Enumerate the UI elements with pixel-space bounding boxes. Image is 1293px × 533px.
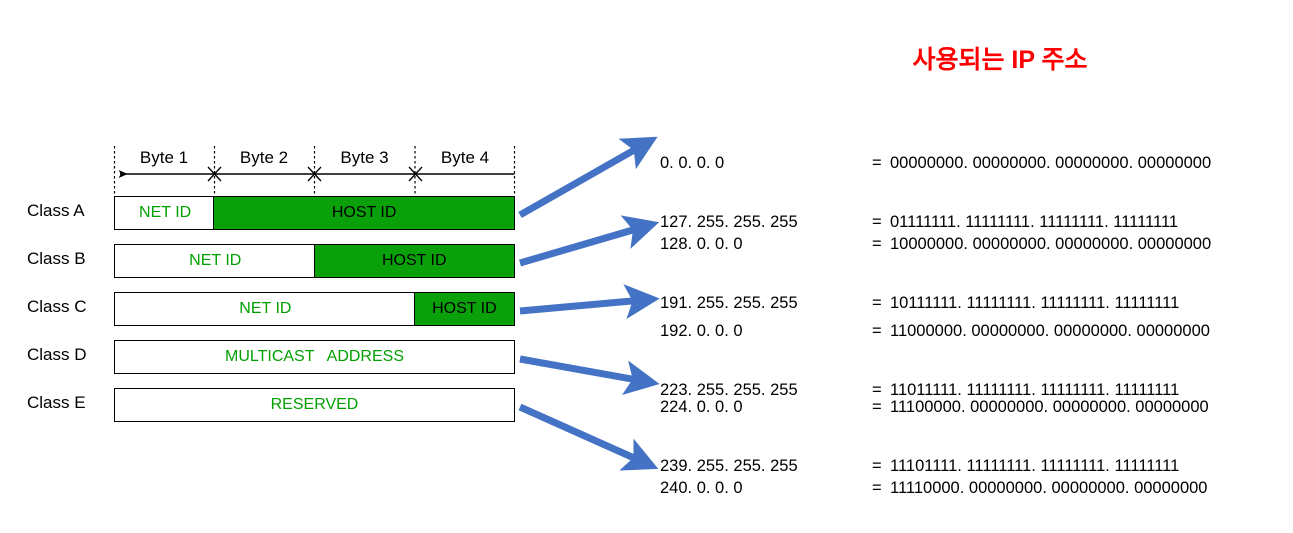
class-a-net-id: NET ID — [115, 197, 216, 229]
ip-range-end-row: 191. 255. 255. 255 = 10111111. 11111111.… — [660, 294, 1211, 317]
equals-sign: = — [872, 381, 882, 399]
ip-range-start-row: 192. 0. 0. 0 = 11000000. 00000000. 00000… — [660, 322, 1210, 345]
class-e-reserved: RESERVED — [115, 389, 514, 421]
class-a-host-id: HOST ID — [213, 197, 514, 229]
ip-range-end-binary: 11011111. 11111111. 11111111. 11111111 — [890, 381, 1180, 399]
class-bar-d: MULTICAST ADDRESS — [114, 340, 515, 374]
ip-range-end-row: 239. 255. 255. 255 = 11101111. 11111111.… — [660, 457, 1209, 480]
equals-sign: = — [872, 235, 882, 253]
class-label-d: Class D — [27, 345, 87, 364]
ip-range-start-decimal: 0. 0. 0. 0 — [660, 154, 725, 172]
connector-arrow-class-d — [519, 355, 660, 396]
equals-sign: = — [872, 213, 882, 231]
equals-sign: = — [872, 457, 882, 475]
ip-range-end-decimal: 239. 255. 255. 255 — [660, 457, 798, 475]
connector-arrow-class-b — [519, 215, 660, 267]
ip-range-start-binary: 00000000. 00000000. 00000000. 00000000 — [890, 154, 1212, 172]
class-label-e: Class E — [27, 393, 86, 412]
ip-range-start-binary: 11100000. 00000000. 00000000. 00000000 — [890, 398, 1209, 416]
ip-range-start-decimal: 128. 0. 0. 0 — [660, 235, 743, 253]
ip-range-start-decimal: 240. 0. 0. 0 — [660, 479, 743, 497]
class-b-net-id: NET ID — [115, 245, 316, 277]
ip-range-end-decimal: 127. 255. 255. 255 — [660, 213, 798, 231]
ip-range-block-class-b: 128. 0. 0. 0 = 10000000. 00000000. 00000… — [660, 199, 1211, 353]
ip-range-end-binary: 10111111. 11111111. 11111111. 11111111 — [890, 294, 1180, 312]
ip-range-start-binary: 11000000. 00000000. 00000000. 00000000 — [890, 322, 1210, 340]
ip-range-start-decimal: 224. 0. 0. 0 — [660, 398, 743, 416]
class-c-net-id: NET ID — [115, 293, 416, 325]
class-bar-e: RESERVED — [114, 388, 515, 422]
ip-range-end-binary: 11101111. 11111111. 11111111. 11111111 — [890, 457, 1180, 475]
class-bar-c: NET ID HOST ID — [114, 292, 515, 326]
class-d-multicast-address: MULTICAST ADDRESS — [115, 341, 514, 373]
class-label-b: Class B — [27, 249, 86, 268]
connector-arrow-class-a — [518, 136, 658, 219]
ip-range-end-row: 223. 255. 255. 255 = 11011111. 11111111.… — [660, 381, 1210, 404]
class-bar-b: NET ID HOST ID — [114, 244, 515, 278]
ip-range-block-class-a: 0. 0. 0. 0 = 00000000. 00000000. 0000000… — [660, 118, 1211, 272]
ip-range-start-decimal: 192. 0. 0. 0 — [660, 322, 743, 340]
byte-label-1: Byte 1 — [139, 148, 189, 167]
equals-sign: = — [872, 154, 882, 172]
ip-range-start-binary: 11110000. 00000000. 00000000. 00000000 — [890, 479, 1208, 497]
class-label-a: Class A — [27, 201, 85, 220]
ip-range-start-row: 224. 0. 0. 0 = 11100000. 00000000. 00000… — [660, 398, 1209, 421]
connector-arrows — [518, 136, 660, 471]
byte-guide-lines — [113, 146, 516, 196]
ip-range-end-row: 127. 255. 255. 255 = 01111111. 11111111.… — [660, 213, 1211, 236]
ip-range-start-row: 240. 0. 0. 0 = 11110000. 00000000. 00000… — [660, 479, 1207, 502]
byte-label-3: Byte 3 — [340, 148, 389, 167]
byte-label-4: Byte 4 — [440, 148, 490, 167]
ip-range-start-row: 0. 0. 0. 0 = 00000000. 00000000. 0000000… — [660, 154, 1211, 177]
ip-range-block-class-e: 240. 0. 0. 0 = 11110000. 00000000. 00000… — [660, 443, 1207, 533]
class-bar-a: NET ID HOST ID — [114, 196, 515, 230]
equals-sign: = — [872, 322, 882, 340]
connector-arrow-class-c — [519, 284, 660, 320]
equals-sign: = — [872, 479, 882, 497]
ip-range-block-class-c: 192. 0. 0. 0 = 11000000. 00000000. 00000… — [660, 286, 1210, 440]
connector-arrow-class-e — [518, 403, 659, 471]
page-title: 사용되는 IP 주소 — [912, 46, 1088, 74]
equals-sign: = — [872, 398, 882, 416]
ip-range-start-binary: 10000000. 00000000. 00000000. 00000000 — [890, 235, 1212, 253]
class-b-host-id: HOST ID — [313, 245, 514, 277]
class-c-host-id: HOST ID — [413, 293, 514, 325]
byte-boundary-x-marks — [207, 166, 423, 182]
ip-range-end-binary: 01111111. 11111111. 11111111. 11111111 — [890, 213, 1179, 231]
ip-range-start-row: 128. 0. 0. 0 = 10000000. 00000000. 00000… — [660, 235, 1211, 258]
ip-range-end-decimal: 223. 255. 255. 255 — [660, 381, 798, 399]
equals-sign: = — [872, 294, 882, 312]
ip-range-end-decimal: 191. 255. 255. 255 — [660, 294, 798, 312]
ip-range-block-class-d: 224. 0. 0. 0 = 11100000. 00000000. 00000… — [660, 362, 1209, 516]
class-label-c: Class C — [27, 297, 87, 316]
byte-label-2: Byte 2 — [239, 148, 289, 167]
